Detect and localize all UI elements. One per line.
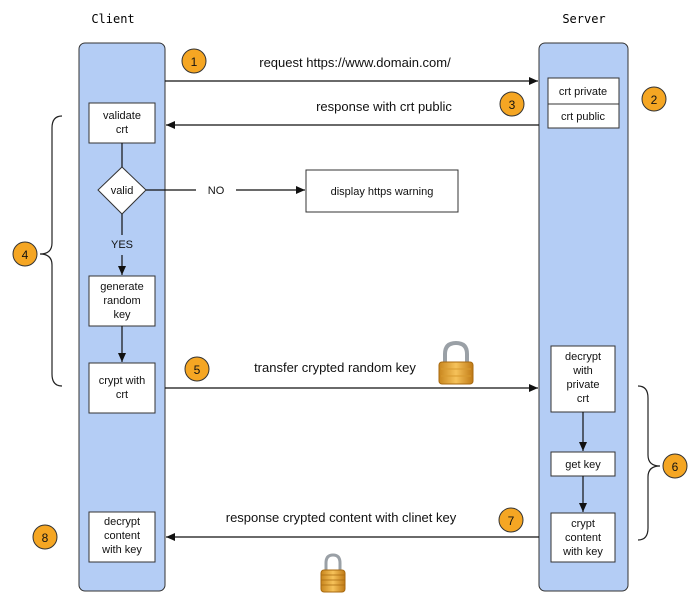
no-label: NO bbox=[208, 185, 225, 197]
crypt-with-crt-label-2: crt bbox=[116, 389, 128, 401]
step-badge-3: 3 bbox=[499, 91, 525, 117]
decrypt-private-label-2: with bbox=[572, 365, 593, 377]
decrypt-private-label-4: crt bbox=[577, 393, 589, 405]
get-key-box bbox=[550, 451, 616, 477]
crt-private-box bbox=[547, 77, 620, 105]
decrypt-private-crt-box bbox=[550, 345, 616, 413]
step-badge-5: 5 bbox=[184, 356, 210, 382]
display-https-warning-box bbox=[305, 169, 459, 213]
request-label: request https://www.domain.com/ bbox=[259, 55, 451, 70]
step-badge-2: 2 bbox=[641, 86, 667, 112]
crypt-content-label-1: crypt bbox=[571, 518, 595, 530]
generate-key-label-3: key bbox=[113, 309, 131, 321]
svg-text:6: 6 bbox=[672, 460, 679, 474]
crypt-content-label-2: content bbox=[565, 532, 601, 544]
display-https-warning-label: display https warning bbox=[331, 186, 434, 198]
step-badge-8: 8 bbox=[32, 524, 58, 550]
response-crt-label: response with crt public bbox=[316, 99, 452, 114]
get-key-label: get key bbox=[565, 459, 601, 471]
svg-text:3: 3 bbox=[509, 98, 516, 112]
validate-crt-box bbox=[88, 102, 156, 144]
generate-random-key-box bbox=[88, 275, 156, 327]
response-content-label: response crypted content with clinet key bbox=[226, 510, 457, 525]
combination-lock-icon bbox=[320, 553, 346, 593]
crt-private-label: crt private bbox=[559, 86, 607, 98]
svg-text:7: 7 bbox=[508, 514, 515, 528]
crypt-with-crt-box bbox=[88, 362, 156, 414]
crt-public-box bbox=[547, 103, 620, 129]
svg-text:5: 5 bbox=[194, 363, 201, 377]
svg-text:1: 1 bbox=[191, 55, 198, 69]
decrypt-content-label-2: content bbox=[104, 530, 140, 542]
valid-label: valid bbox=[111, 185, 134, 197]
client-brace bbox=[39, 115, 63, 387]
decrypt-private-label-3: private bbox=[566, 379, 599, 391]
step-badge-7: 7 bbox=[498, 507, 524, 533]
crt-public-label: crt public bbox=[561, 111, 606, 123]
server-brace bbox=[637, 385, 661, 541]
server-lane-title: Server bbox=[562, 12, 605, 26]
decrypt-content-label-3: with key bbox=[101, 544, 142, 556]
svg-text:2: 2 bbox=[651, 93, 658, 107]
svg-text:8: 8 bbox=[42, 531, 49, 545]
step-badge-1: 1 bbox=[181, 48, 207, 74]
padlock-icon bbox=[438, 340, 474, 385]
yes-label: YES bbox=[111, 239, 133, 251]
generate-key-label-2: random bbox=[103, 295, 140, 307]
step-badge-4: 4 bbox=[12, 241, 38, 267]
step-badge-6: 6 bbox=[662, 453, 688, 479]
transfer-label: transfer crypted random key bbox=[254, 360, 416, 375]
decrypt-private-label-1: decrypt bbox=[565, 351, 601, 363]
client-lane-title: Client bbox=[91, 12, 134, 26]
crypt-with-crt-label-1: crypt with bbox=[99, 375, 145, 387]
crypt-content-box bbox=[550, 512, 616, 563]
validate-crt-label-2: crt bbox=[116, 124, 128, 136]
generate-key-label-1: generate bbox=[100, 281, 143, 293]
decrypt-content-box bbox=[88, 511, 156, 563]
validate-crt-label-1: validate bbox=[103, 110, 141, 122]
decrypt-content-label-1: decrypt bbox=[104, 516, 140, 528]
svg-text:4: 4 bbox=[22, 248, 29, 262]
crypt-content-label-3: with key bbox=[562, 546, 603, 558]
